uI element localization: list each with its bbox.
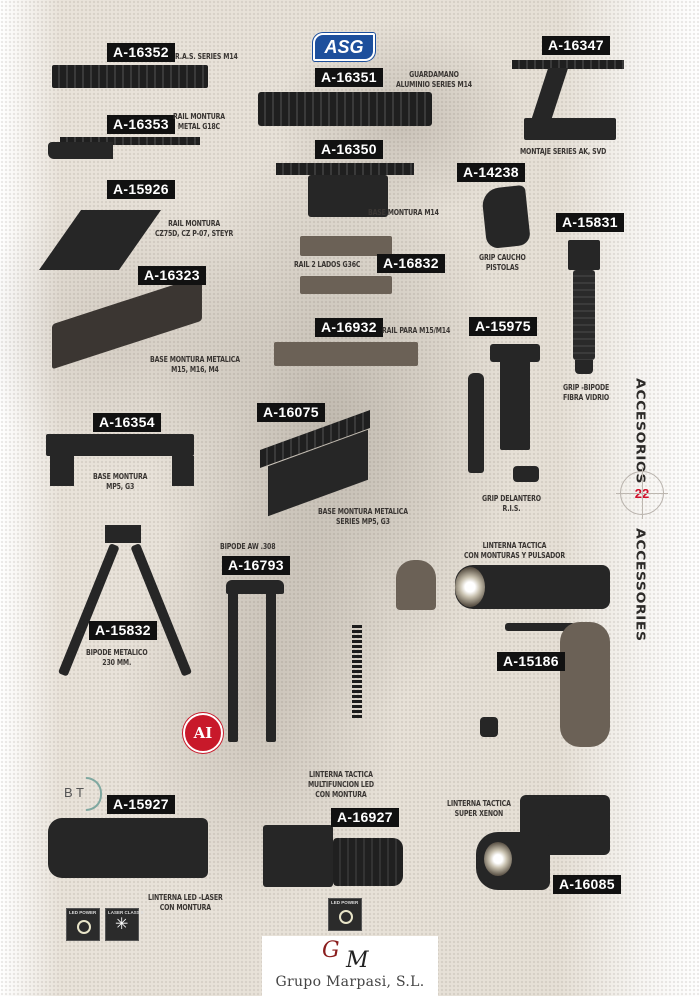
product-code: A-16075 [257,403,325,422]
product-code: A-16352 [107,43,175,62]
product-desc: R.A.S. SERIES M14 [175,52,238,61]
company-logo: G M Grupo Marpasi, S.L. [262,936,438,996]
laser-class-icon: LASER CLASS II ✳ [105,908,144,941]
metal-bipod-head-image [105,525,141,543]
ai-brand-logo: AI [183,713,223,753]
ak-mount-arm-image [531,68,569,118]
aw-bipod-leg-right-image [266,592,276,742]
product-code: A-15186 [497,652,565,671]
m14-base-rail-image [276,163,414,175]
bot-brand-logo: B T [64,777,102,811]
gm-monogram: G M [322,938,369,973]
asg-brand-logo: ASG [313,33,375,61]
mp5-base-leg-left-image [50,456,74,486]
product-desc: GUARDAMANO ALUMINIO SERIES M14 [396,70,472,89]
product-code: A-15926 [107,180,175,199]
product-code: A-16793 [222,556,290,575]
product-desc: GRIP DELANTERO R.I.S. [482,494,541,513]
double-ring-mount-image [560,622,610,747]
product-desc: MONTAJE SERIES AK, SVD [520,147,607,156]
mp5-base-leg-right-image [172,456,194,486]
product-desc: RAIL PARA M15/M14 [382,326,451,335]
flashlight-ring-mount-image [396,560,436,610]
section-title-es: ACCESORIOS [632,378,648,484]
bipod-grip-top-image [568,240,600,270]
m14-base-body-image [308,175,388,217]
m15-rail-image [274,342,418,366]
product-code: A-15927 [107,795,175,814]
product-desc: BIPODE AW .308 [220,542,276,551]
product-desc: BASE MONTURA MP5, G3 [93,472,148,491]
product-code: A-16323 [138,266,206,285]
section-title-en: ACCESSORIES [632,528,648,642]
product-code: A-16347 [542,36,610,55]
flashlight-lens-image [455,567,485,607]
g36c-rail-bottom-image [300,276,392,294]
product-desc: RAIL 2 LADOS G36C [294,260,361,269]
product-code: A-14238 [457,163,525,182]
product-desc: RAIL MONTURA METAL G18C [173,112,225,131]
multifunction-mount-image [263,825,333,887]
multifunction-flashlight-image [333,838,403,886]
product-desc: GRIP CAUCHO PISTOLAS [479,253,526,272]
product-code: A-16932 [315,318,383,337]
coiled-cable-image [352,625,362,720]
product-desc: LINTERNA TACTICA CON MONTURAS Y PULSADOR [464,541,565,560]
product-desc: BASE MONTURA METALICA M15, M16, M4 [150,355,240,374]
front-grip-tube-image [468,373,484,473]
product-code: A-15831 [556,213,624,232]
ak-mount-base-image [524,118,616,140]
mp5-base-top-image [46,434,194,456]
product-desc: LINTERNA TACTICA SUPER XENON [447,799,511,818]
product-desc: RAIL MONTURA CZ75D, CZ P-07, STEYR [155,219,234,238]
front-grip-top-image [490,344,540,362]
ras-m14-image [52,65,208,88]
product-code: A-16351 [315,68,383,87]
front-grip-cap-image [513,466,539,482]
g18c-rail-image [60,137,200,145]
front-grip-body-image [500,360,530,450]
page-number-badge: 22 [616,467,668,519]
product-code: A-15975 [469,317,537,336]
led-power-icon: LED POWER [328,898,362,931]
aw-bipod-head-image [226,580,284,594]
product-desc: LINTERNA TACTICA MULTIFUNCION LED CON MO… [308,770,374,799]
product-code: A-16927 [331,808,399,827]
handguard-m14-image [258,92,432,126]
xenon-lens-image [484,842,512,876]
led-laser-flashlight-image [48,818,208,878]
g18c-mount-image [48,142,113,159]
company-name: Grupo Marpasi, S.L. [275,974,425,990]
page-number: 22 [634,485,650,501]
led-power-icon: LED POWER [66,908,100,941]
bipod-grip-body-image [573,270,595,360]
product-code: A-16085 [553,875,621,894]
product-desc: BASE MONTURA METALICA SERIES MP5, G3 [318,507,408,526]
aw-bipod-leg-left-image [228,592,238,742]
product-desc: BASE MONTURA M14 [368,208,439,217]
product-code: A-16350 [315,140,383,159]
product-desc: LINTERNA LED -LASER CON MONTURA [148,893,223,912]
product-desc: BIPODE METALICO 230 MM. [86,648,148,667]
g36c-rail-top-image [300,236,392,256]
cz75d-rail-image [38,210,162,270]
product-code: A-16354 [93,413,161,432]
switch-cap-image [480,717,498,737]
product-code: A-15832 [89,621,157,640]
rubber-grip-image [480,184,532,250]
pressure-switch-image [505,623,575,631]
product-code: A-16353 [107,115,175,134]
product-desc: GRIP -BIPODE FIBRA VIDRIO [563,383,610,402]
product-code: A-16832 [377,254,445,273]
ak-mount-rail-image [512,60,624,69]
bipod-grip-cap-image [575,360,593,374]
